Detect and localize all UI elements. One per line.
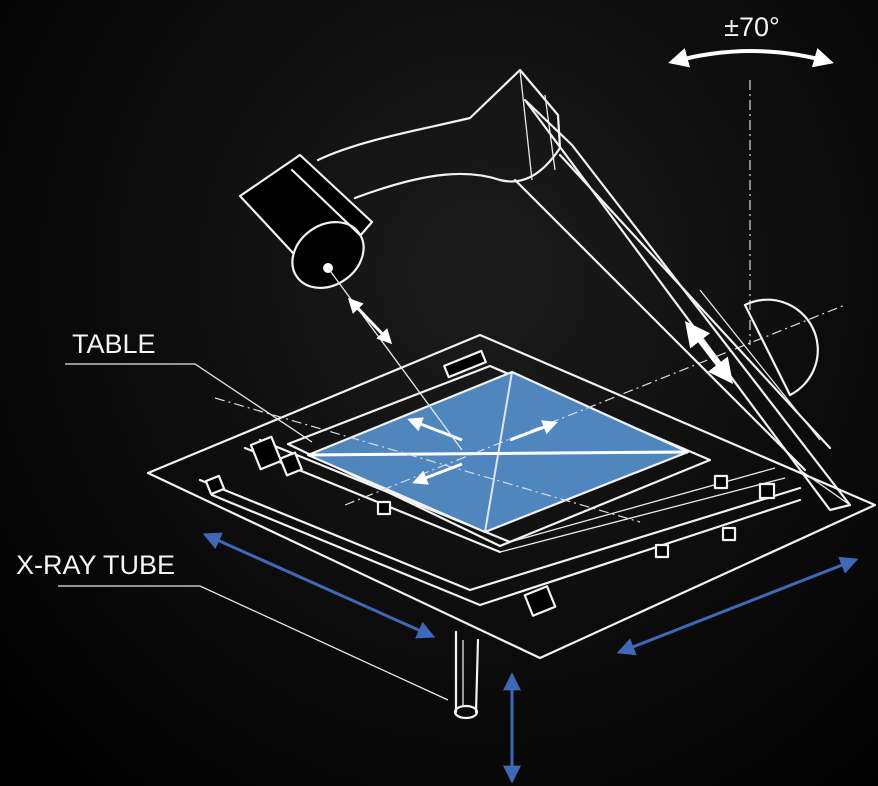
beam-arrow (347, 297, 393, 345)
upper-arm (316, 68, 562, 200)
xray-tube-leader (58, 585, 449, 701)
xray-tube-column (453, 630, 480, 720)
x-axis-arrow (202, 532, 436, 639)
rotation-pivot (699, 289, 821, 441)
rotation-label: ±70° (724, 12, 780, 42)
table-rails (198, 349, 802, 617)
y-axis-arrow (616, 556, 859, 656)
xray-tube-label: X-RAY TUBE (16, 550, 175, 580)
table-frame (286, 364, 712, 548)
table-label: TABLE (72, 329, 156, 359)
height-adjust-arrow (684, 321, 734, 384)
tube-head (238, 153, 374, 289)
rotation-arrow (668, 48, 834, 68)
table-leader (65, 363, 313, 443)
